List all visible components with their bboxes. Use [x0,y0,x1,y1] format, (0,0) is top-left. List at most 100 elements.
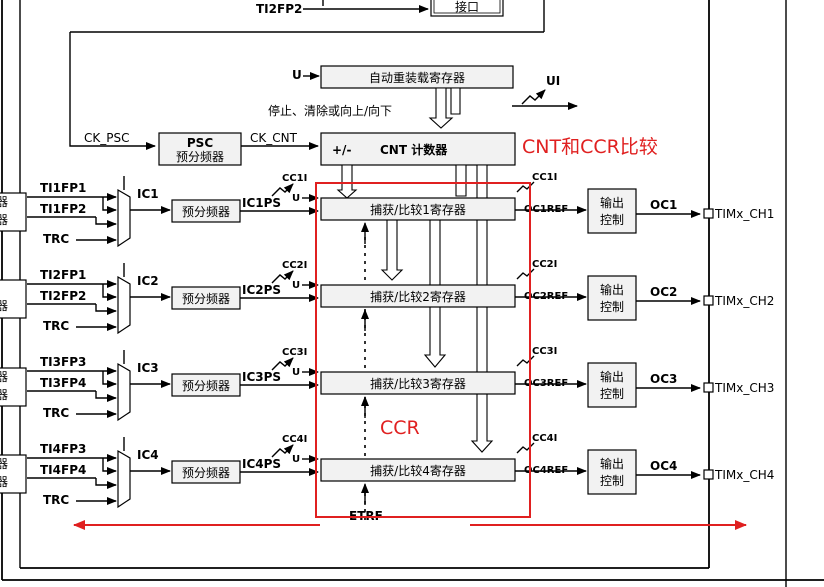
channel-1-ic-label: IC1 [137,187,159,201]
channel-2-register-label: 捕获/比较2寄存器 [370,289,466,304]
channel-4-oc-label: OC4 [650,459,677,473]
channel-4-cc-right-label: CC4I [532,433,557,444]
channel-4-pin-square [703,469,714,480]
channel-1-oc-label: OC1 [650,198,677,212]
channel-3-prescaler-label: 预分频器 [182,379,230,393]
channel-1-u-label: U [292,193,300,204]
channel-1-prescaler-label: 预分频器 [182,205,230,219]
channel-2-pin-label: TIMx_CH2 [714,294,774,308]
left-edge-text-4: 器 [0,370,8,384]
channel-4-capture-compare-register [320,458,516,482]
channel-3-ic-label: IC3 [137,361,159,375]
channel-1-cc-right-label: CC1I [532,172,557,183]
channel-4-icps-label: IC4PS [242,457,281,471]
channel-1-fp-a-label: TI1FP1 [40,181,86,195]
channel-4-fp-b-label: TI4FP4 [40,463,86,477]
ck-cnt-label: CK_CNT [250,131,298,145]
channel-1-output-control-line2: 控制 [600,213,624,227]
updown-label: +/- [332,143,351,157]
channel-4-output-control-block [587,449,637,495]
channel-1-trc-label: TRC [43,232,69,246]
counter-section: CK_PSC PSC 预分频器 CK_CNT +/- CNT 计数器 [69,32,516,166]
channel-2-fp-b-label: TI2FP2 [40,289,86,303]
channel-1-cc-top-label: CC1I [282,173,307,184]
stop-clear-label: 停止、清除或向上/向下 [268,103,392,118]
channel-1-fp-b-label: TI1FP2 [40,202,86,216]
channel-3-cc-top-label: CC3I [282,347,307,358]
channel-2-ic-label: IC2 [137,274,159,288]
channel-4-mux [117,449,131,509]
channel-1-pin-label: TIMx_CH1 [714,207,774,221]
left-edge-text-2: 器 [0,213,8,227]
left-edge-blocks: 器 器 器 器 器 器 器 [0,192,27,494]
psc-label: PSC [187,136,213,150]
channel-2-oc-label: OC2 [650,285,677,299]
channel-4-trc-label: TRC [43,493,69,507]
channel-2-output-control-line2: 控制 [600,300,624,314]
channel-2-output-control-block [587,275,637,321]
channel-4-cc-top-label: CC4I [282,434,307,445]
left-edge-text-3: 器 [0,299,8,313]
psc-sub-label: 预分频器 [176,150,224,164]
u-arr-label: U [292,68,302,82]
cnt-ccr-compare-annotation: CNT和CCR比较 [522,136,658,158]
ccr-highlight-box [315,182,531,518]
channel-2-output-control-line1: 输出 [600,282,624,297]
channel-2-fp-a-label: TI2FP1 [40,268,86,282]
channel-2-capture-compare-register [320,284,516,308]
channel-1-capture-compare-register [320,197,516,221]
interface-block [430,0,504,17]
channel-3-trc-label: TRC [43,406,69,420]
channel-2-trc-label: TRC [43,319,69,333]
channel-3-output-control-line1: 输出 [600,369,624,384]
channel-3-cc-right-label: CC3I [532,346,557,357]
channel-1-pin-square [703,208,714,219]
channel-3-capture-compare-register [320,371,516,395]
channel-3-mux [117,362,131,422]
left-edge-text-5: 器 [0,388,8,402]
channel-3-u-label: U [292,367,300,378]
ui-label: UI [546,74,560,88]
interface-label: 接口 [455,0,479,14]
cnt-counter-block [320,132,516,166]
channel-2-cc-right-label: CC2I [532,259,557,270]
channel-3-pin-square [703,382,714,393]
channel-2-prescaler-label: 预分频器 [182,292,230,306]
ti2fp2-top-label: TI2FP2 [256,2,302,16]
channel-4-register-label: 捕获/比较4寄存器 [370,463,466,478]
annotation-layer: CNT和CCR比较 CCR [73,136,747,530]
channel-1-output-control-line1: 输出 [600,195,624,210]
psc-block [158,132,242,166]
channel-3-register-label: 捕获/比较3寄存器 [370,376,466,391]
channel-3-output-control-line2: 控制 [600,387,624,401]
channel-2-pin-square [703,295,714,306]
channel-1-output-control-block [587,188,637,234]
channel-4-fp-a-label: TI4FP3 [40,442,86,456]
auto-reload-register-block [320,65,514,89]
channel-2-u-label: U [292,280,300,291]
channel-2-icps-label: IC2PS [242,283,281,297]
channel-3-output-control-block [587,362,637,408]
left-edge-text-1: 器 [0,195,8,209]
ccr-annotation: CCR [380,417,420,439]
channel-4-prescaler-label: 预分频器 [182,466,230,480]
channel-3-fp-a-label: TI3FP3 [40,355,86,369]
channel-1-mux [117,188,131,248]
left-edge-text-7: 器 [0,475,8,489]
channel-4-ic-label: IC4 [137,448,159,462]
channel-3-icps-label: IC3PS [242,370,281,384]
channel-2-cc-top-label: CC2I [282,260,307,271]
channel-1-register-label: 捕获/比较1寄存器 [370,202,466,217]
channel-3-pin-label: TIMx_CH3 [714,381,774,395]
channel-3-fp-b-label: TI3FP4 [40,376,86,390]
channel-1-icps-label: IC1PS [242,196,281,210]
channel-4-u-label: U [292,454,300,465]
channel-4-pin-label: TIMx_CH4 [714,468,774,482]
ck-psc-label: CK_PSC [84,131,129,145]
left-edge-text-6: 器 [0,457,8,471]
